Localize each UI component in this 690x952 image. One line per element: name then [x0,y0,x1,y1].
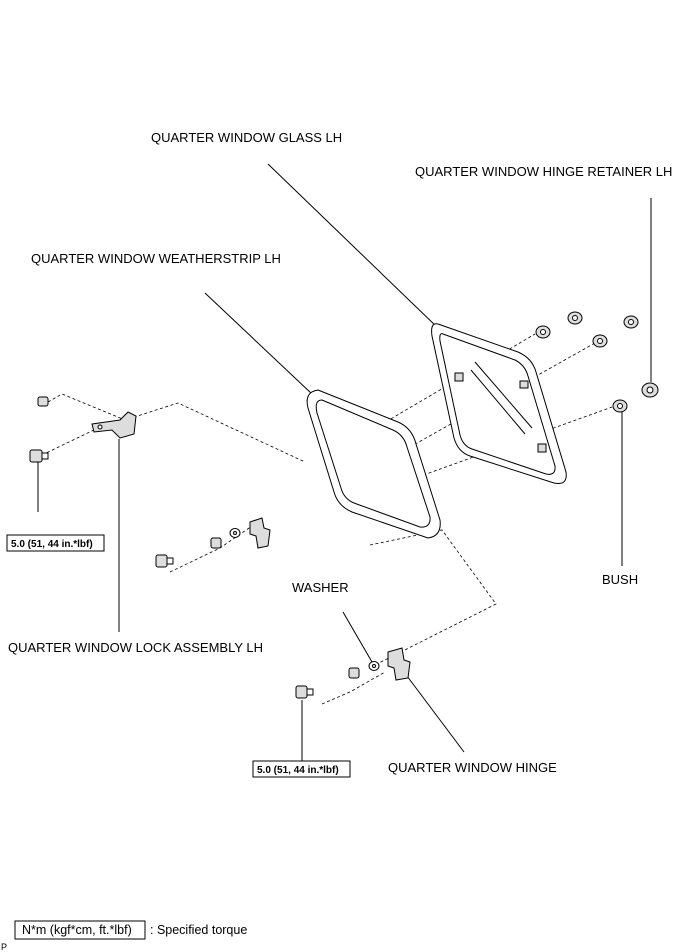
leader-washer [342,611,373,663]
hinge-nut [348,667,360,679]
lock-upper-screw [37,396,49,407]
label-quarter-window-hinge: QUARTER WINDOW HINGE [388,760,557,775]
legend-description: : Specified torque [150,923,247,937]
torque-value-lock: 5.0 (51, 44 in.*lbf) [11,539,93,550]
corner-mark: P [1,942,7,952]
leader-weatherstrip [204,292,313,395]
torque-box-lock: 5.0 (51, 44 in.*lbf) [6,534,105,552]
bush-group [535,311,639,413]
hinge-retainer-lh [641,382,659,398]
quarter-window-hinge [387,647,411,681]
legend: N*m (kgf*cm, ft.*lbf) : Specified torque [14,920,247,940]
assembly-line-lock-bolt [41,427,99,456]
lower-hinge-bolt [155,554,174,568]
label-quarter-window-glass: QUARTER WINDOW GLASS LH [151,130,342,145]
lower-nut [210,537,222,549]
label-hinge-retainer: QUARTER WINDOW HINGE RETAINER LH [415,164,672,179]
lower-hinge [249,517,271,549]
quarter-window-glass-lh [431,323,567,484]
label-lock-assembly: QUARTER WINDOW LOCK ASSEMBLY LH [8,640,263,655]
quarter-window-lock-assembly-lh [91,411,137,439]
washer [368,661,380,671]
lower-washer [229,528,241,538]
lock-bolt [29,449,49,463]
assembly-line-lock-upper [47,393,306,463]
assembly-line-hinge-bolt [321,671,386,705]
assembly-line-hinge-route [369,529,497,666]
leader-hinge [403,671,465,753]
torque-box-hinge: 5.0 (51, 44 in.*lbf) [252,760,351,778]
weatherstrip-lh [306,389,441,539]
label-weatherstrip: QUARTER WINDOW WEATHERSTRIP LH [31,251,281,266]
torque-value-hinge: 5.0 (51, 44 in.*lbf) [257,765,339,776]
label-bush: BUSH [602,572,638,587]
hinge-bolt [295,685,314,699]
label-washer: WASHER [292,580,349,595]
leader-glass [267,163,439,329]
legend-unit: N*m (kgf*cm, ft.*lbf) [22,923,132,937]
